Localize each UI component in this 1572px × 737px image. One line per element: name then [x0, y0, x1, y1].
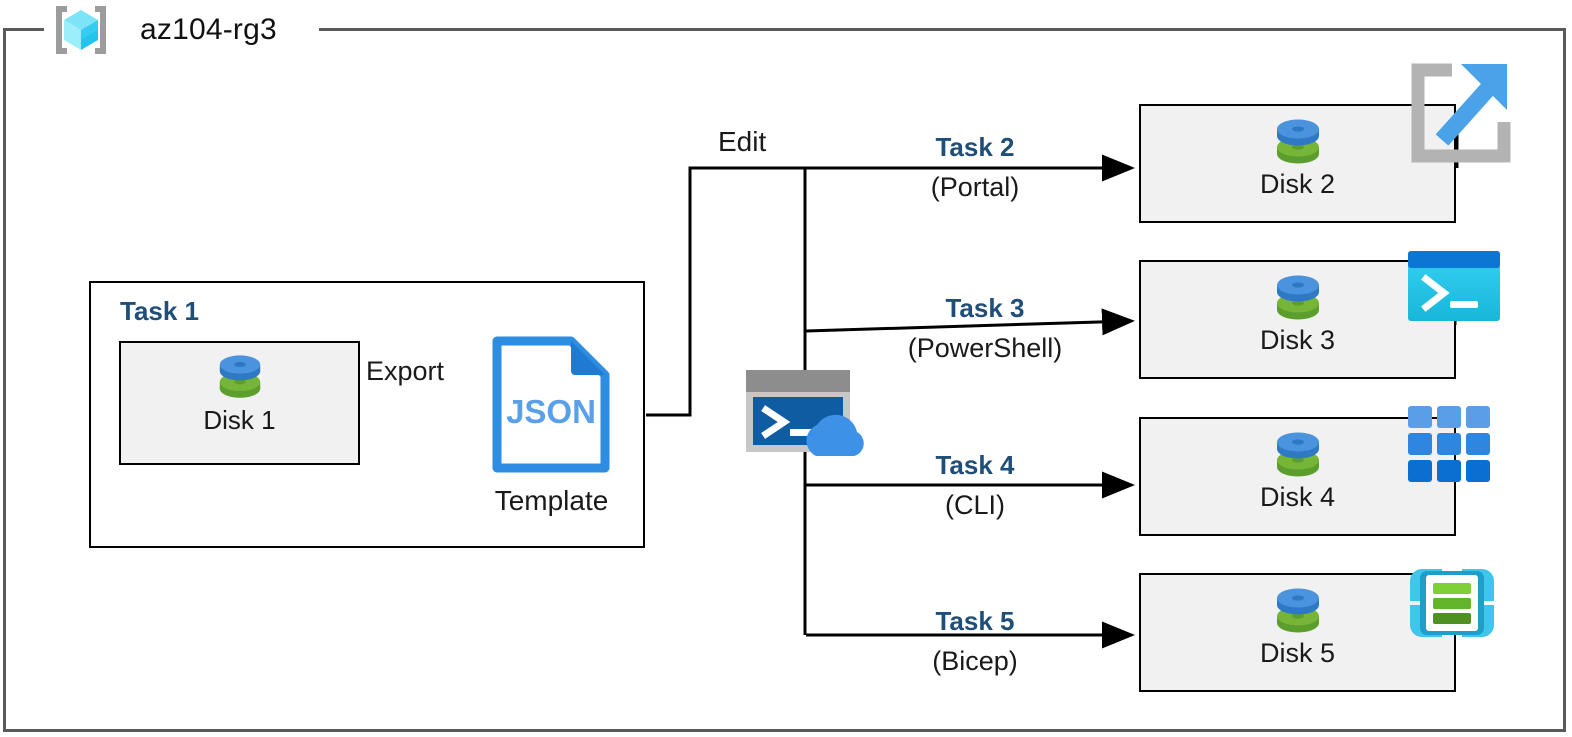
template-to-trunk-connector: [646, 166, 806, 417]
disk4-label: Disk 4: [1259, 482, 1335, 512]
disk2-label: Disk 2: [1259, 169, 1335, 199]
disk4-card: Disk 4: [1139, 417, 1456, 536]
task2-label: Task 2: [935, 132, 1015, 162]
task5-tool-label: (Bicep): [932, 646, 1018, 676]
task3-arrow: [805, 308, 1135, 336]
azure-resource-group-icon: [50, 2, 112, 58]
managed-disk-icon: [1269, 586, 1327, 640]
disk2-card: Disk 2: [1139, 104, 1456, 223]
json-file-icon: JSON: [489, 335, 613, 474]
disk5-card: Disk 5: [1139, 573, 1456, 692]
managed-disk-icon: [212, 353, 268, 405]
managed-disk-icon: [1269, 430, 1327, 484]
task3-tool-label: (PowerShell): [907, 333, 1063, 363]
svg-text:JSON: JSON: [506, 393, 596, 430]
task1-label: Task 1: [120, 296, 200, 326]
azure-portal-icon: [1406, 58, 1516, 168]
disk1-card: Disk 1: [119, 341, 360, 465]
task3-label: Task 3: [945, 293, 1025, 323]
powershell-icon: [1406, 249, 1502, 323]
disk3-label: Disk 3: [1259, 325, 1335, 355]
template-label: Template: [494, 485, 609, 516]
cloud-shell-icon: [744, 366, 864, 458]
bicep-icon: [1406, 557, 1498, 649]
azure-cli-icon: [1406, 404, 1496, 486]
task4-tool-label: (CLI): [945, 490, 1005, 520]
task4-label: Task 4: [935, 450, 1015, 480]
task5-label: Task 5: [935, 606, 1015, 636]
disk1-label: Disk 1: [203, 405, 276, 435]
managed-disk-icon: [1269, 273, 1327, 327]
resource-group-name: az104-rg3: [140, 13, 277, 46]
resource-group-frame: [3, 28, 1566, 732]
task2-tool-label: (Portal): [930, 172, 1020, 202]
managed-disk-icon: [1269, 117, 1327, 171]
disk5-label: Disk 5: [1259, 638, 1335, 668]
edit-label: Edit: [718, 126, 767, 157]
export-label: Export: [366, 356, 445, 386]
disk3-card: Disk 3: [1139, 260, 1456, 379]
